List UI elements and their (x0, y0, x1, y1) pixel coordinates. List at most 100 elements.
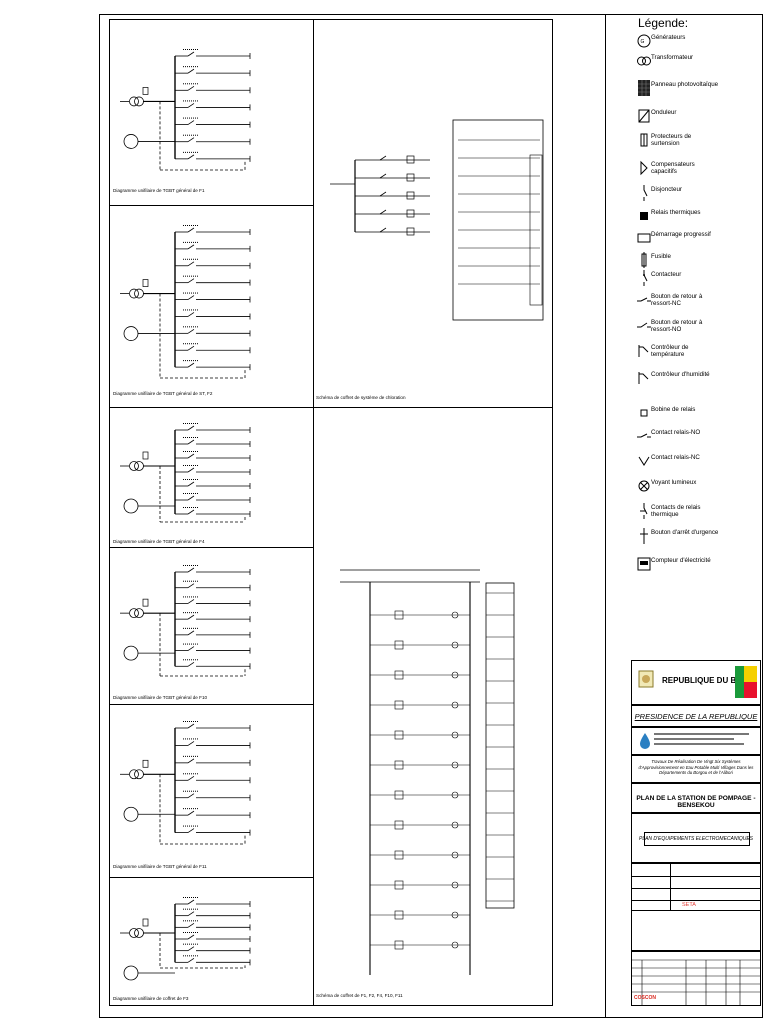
legend-item-label: Générateurs (651, 34, 686, 41)
relay-contact-nc-icon (638, 456, 650, 466)
legend-item-label: Voyant lumineux (651, 479, 697, 486)
title-block-spacer (631, 911, 761, 951)
fuse-icon (641, 252, 647, 268)
thermal-relay-icon (640, 212, 648, 220)
panel-f10 (109, 548, 314, 705)
legend-item-label: Relais thermiques (651, 209, 701, 216)
relay-coil-icon (640, 409, 648, 417)
legend-item-label: Bouton d'arrêt d'urgence (651, 529, 719, 536)
plan-title: PLAN DE LA STATION DE POMPAGE -BENSEKOU (636, 795, 756, 809)
legend-item: Contact relais-NO (631, 428, 763, 448)
revision-grid (632, 959, 760, 1005)
transformer-icon (637, 56, 651, 66)
generator-icon: G (637, 34, 651, 48)
caption-coffret-multi: Schéma de coffret de F1, F2, F4, F10, F1… (316, 993, 403, 998)
humidity-controller-icon (638, 372, 649, 384)
temperature-controller-icon (638, 345, 649, 357)
title-block-project: Travaux De Réalisation De Vingt Six Syst… (631, 755, 761, 783)
legend-title: Légende: (638, 16, 689, 30)
legend-item-label: Compensateurs capacitifs (651, 161, 695, 175)
legend-item-label: Panneau photovoltaïque (651, 81, 719, 88)
circuit-breaker-icon (643, 185, 648, 201)
panel-f1 (109, 19, 314, 206)
plan-subtitle: PLAN D'EQUIPEMENTS ELECTROMECANIQUES (638, 836, 754, 842)
solar-panel-icon (638, 80, 650, 96)
title-block-plan: PLAN DE LA STATION DE POMPAGE -BENSEKOU (631, 783, 761, 813)
caption-f10: Diagramme unifilaire de TGBT général de … (113, 695, 208, 700)
legend-item: Relais thermiques (631, 208, 763, 228)
legend-item-label: Contact relais-NO (651, 429, 701, 436)
client-logo: COSCON (634, 995, 656, 1001)
caption-f11: Diagramme unifilaire de TGBT général de … (113, 864, 207, 869)
soft-starter-icon (637, 233, 651, 243)
legend-item: Protecteurs de surtension (631, 132, 763, 152)
drawing-sheet (99, 14, 763, 1018)
country-label: REPUBLIQUE DU BENIN (662, 676, 756, 685)
indicator-light-icon (638, 480, 650, 492)
relay-contact-no-icon (637, 433, 651, 438)
title-block-agency (631, 727, 761, 755)
panel-f3 (109, 878, 314, 1006)
caption-chlorination: Schéma de coffret de système de chlorati… (316, 395, 406, 400)
legend-item: G Générateurs (631, 33, 763, 53)
legend-item: Contrôleur de température (631, 343, 763, 363)
legend-item: Disjoncteur (631, 185, 763, 205)
legend-item-label: Fusible (651, 253, 671, 260)
title-block-signatures: SETA (631, 863, 761, 911)
legend-item-label: Démarrage progressif (651, 231, 711, 238)
legend-item-label: Compteur d'électricité (651, 557, 711, 564)
title-block-subtitle: PLAN D'EQUIPEMENTS ELECTROMECANIQUES (631, 813, 761, 863)
panel-f4 (109, 408, 314, 548)
legend-item-label: Disjoncteur (651, 186, 682, 193)
legend-item: Bouton de retour à ressort-NC (631, 292, 763, 312)
coat-of-arms-icon (638, 670, 654, 688)
title-block-header: REPUBLIQUE DU BENIN (631, 660, 761, 705)
sheet-divider (605, 14, 606, 1018)
legend-item: Compteur d'électricité (631, 556, 763, 576)
legend-item: Contacteur (631, 270, 763, 290)
legend-item: Bouton d'arrêt d'urgence (631, 528, 763, 548)
caption-f1: Diagramme unifilaire de TGBT général de … (113, 188, 205, 193)
legend-item: Contrôleur d'humidité (631, 370, 763, 390)
legend-item: Contacts de relais thermique (631, 503, 763, 523)
thermal-relay-contact-icon (640, 503, 648, 519)
panel-f2 (109, 206, 314, 408)
legend-item: Bouton de retour à ressort-NO (631, 318, 763, 338)
legend-item-label: Bouton de retour à ressort-NO (651, 319, 703, 333)
svg-text:G: G (641, 39, 645, 45)
legend-item-label: Transformateur (651, 54, 694, 61)
panel-chlorination (314, 19, 553, 408)
legend-item: Onduleur (631, 108, 763, 128)
legend-item-label: Bobine de relais (651, 406, 696, 413)
legend-item: Transformateur (631, 53, 763, 73)
legend-item-label: Contrôleur d'humidité (651, 371, 710, 378)
legend-item: Contact relais-NC (631, 453, 763, 473)
presidency-label: PRESIDENCE DE LA REPUBLIQUE (634, 712, 758, 721)
water-drop-icon (640, 733, 650, 749)
caption-f4: Diagramme unifilaire de TGBT général de … (113, 539, 205, 544)
legend-item: Démarrage progressif (631, 230, 763, 250)
caption-f3: Diagramme unifilaire de coffret de F3 (113, 996, 189, 1001)
contactor-icon (643, 270, 648, 286)
capacitor-icon (640, 160, 648, 176)
legend-item: Bobine de relais (631, 405, 763, 425)
legend-item: Voyant lumineux (631, 478, 763, 498)
legend-item-label: Contacteur (651, 271, 682, 278)
legend-item-label: Bouton de retour à ressort-NC (651, 293, 703, 307)
title-block-presidency: PRESIDENCE DE LA REPUBLIQUE (631, 705, 761, 727)
emergency-stop-icon (640, 528, 648, 544)
panel-coffret-multi (314, 408, 553, 1006)
panel-f11 (109, 705, 314, 878)
electricity-meter-icon (637, 557, 651, 571)
legend-item-label: Protecteurs de surtension (651, 133, 692, 147)
project-description: Travaux De Réalisation De Vingt Six Syst… (638, 759, 754, 775)
legend-item-label: Contrôleur de température (651, 344, 689, 358)
legend-item-label: Onduleur (651, 109, 677, 116)
legend-item: Compensateurs capacitifs (631, 160, 763, 180)
legend-item: Fusible (631, 252, 763, 272)
return-button-no-icon (637, 322, 651, 328)
return-button-nc-icon (637, 297, 651, 302)
surge-protector-icon (640, 133, 648, 147)
caption-f2: Diagramme unifilaire de TGBT général de … (113, 391, 213, 396)
